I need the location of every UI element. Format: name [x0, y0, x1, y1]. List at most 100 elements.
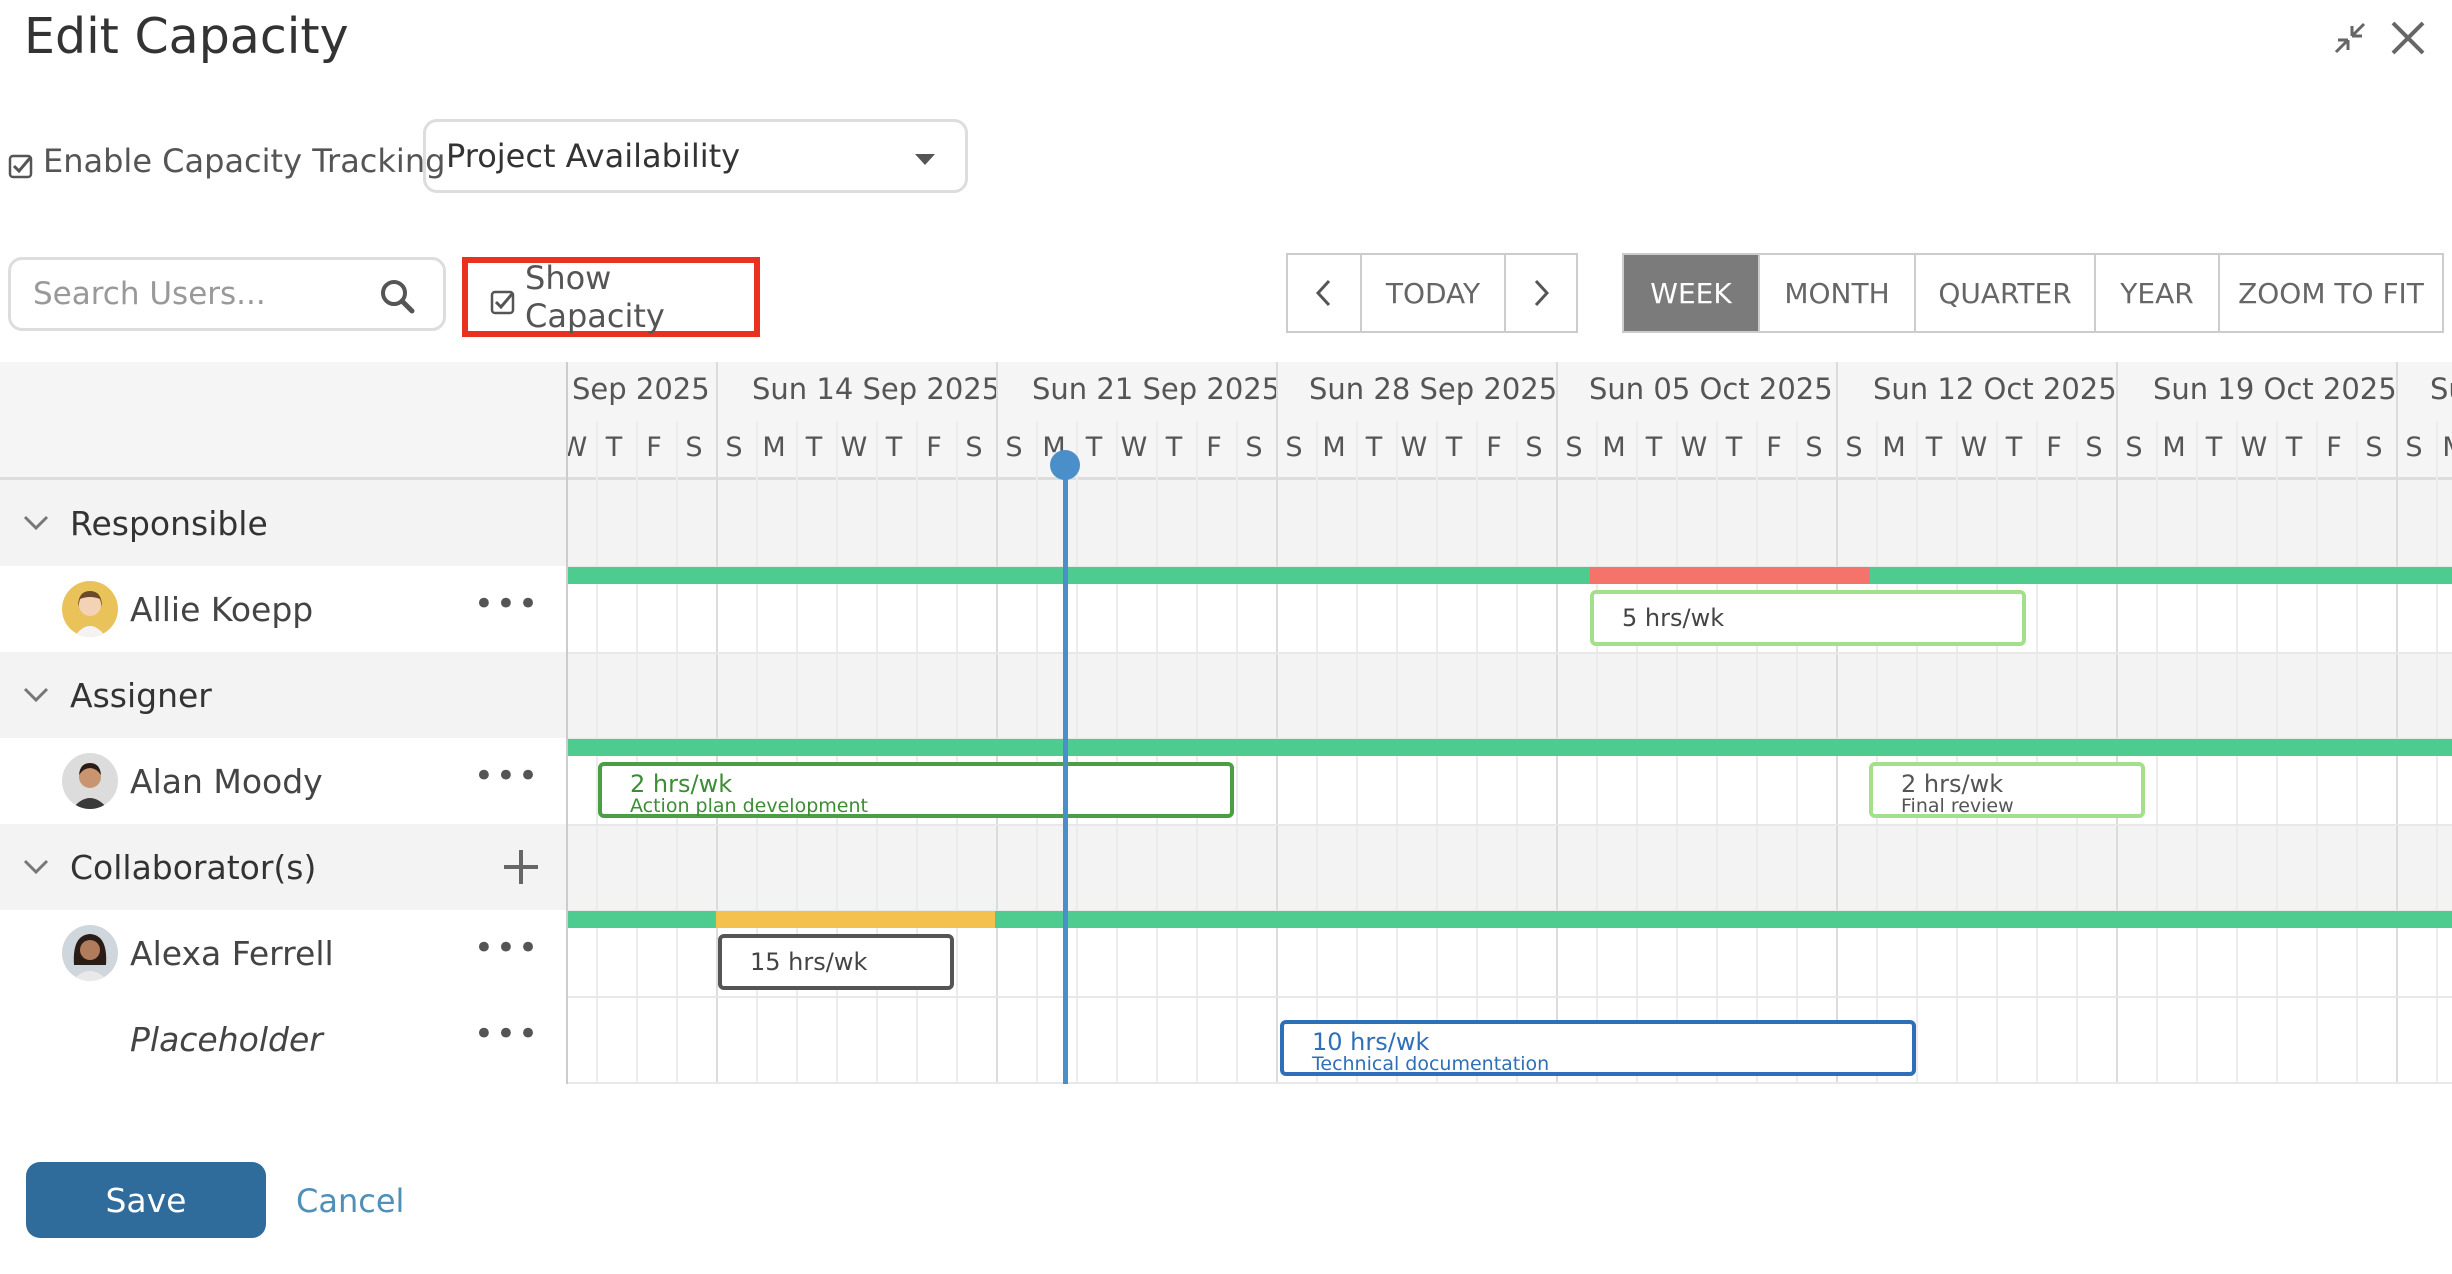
resource-list-header — [0, 362, 566, 480]
group-label: Collaborator(s) — [70, 847, 317, 887]
day-label: W — [1120, 432, 1148, 463]
search-input[interactable] — [31, 275, 375, 313]
day-label: W — [840, 432, 868, 463]
date-navigation: TODAY — [1286, 253, 1578, 333]
day-label: T — [1445, 432, 1463, 463]
row-divider — [568, 824, 2452, 826]
search-icon[interactable] — [379, 278, 415, 314]
user-name: Alan Moody — [130, 761, 323, 801]
assignment-bar[interactable]: 10 hrs/wk Technical documentation — [1280, 1020, 1916, 1076]
capacity-ok-bar — [1870, 567, 2452, 584]
assignment-bar[interactable]: 2 hrs/wk Action plan development — [598, 762, 1234, 818]
day-label: M — [762, 432, 786, 463]
day-label: F — [2046, 432, 2062, 463]
enable-capacity-label: Enable Capacity Tracking — [43, 142, 446, 180]
week-label: Sun 05 Oct 2025 — [1589, 372, 1833, 406]
chevron-down-icon[interactable] — [22, 513, 50, 533]
week-divider — [2396, 362, 2398, 1084]
checkbox-checked-icon[interactable] — [8, 149, 33, 178]
capacity-ok-bar — [568, 911, 716, 928]
week-label: Sun 14 Sep 2025 — [752, 372, 1001, 406]
user-row-alexa-ferrell[interactable]: Alexa Ferrell ••• — [0, 910, 566, 996]
availability-select[interactable]: Project Availability — [423, 119, 968, 193]
timeline-header: Sep 2025 Sun 14 Sep 2025 Sun 21 Sep 2025… — [568, 362, 2452, 480]
day-label: S — [965, 432, 983, 463]
search-users[interactable] — [8, 257, 446, 331]
view-year-button[interactable]: YEAR — [2096, 255, 2220, 331]
day-label: F — [1206, 432, 1222, 463]
today-marker-line — [1063, 462, 1068, 1084]
day-label: T — [1365, 432, 1383, 463]
today-button[interactable]: TODAY — [1362, 255, 1506, 331]
week-divider — [716, 362, 718, 1084]
show-capacity-label: Show Capacity — [525, 259, 665, 335]
group-row-collaborators[interactable]: Collaborator(s) — [0, 824, 566, 910]
resource-list: Responsible Allie Koepp ••• Assigner Ala… — [0, 362, 566, 1082]
capacity-ok-bar — [568, 567, 1590, 584]
view-week-button[interactable]: WEEK — [1624, 255, 1760, 331]
day-label: T — [1925, 432, 1943, 463]
group-row-assigner[interactable]: Assigner — [0, 652, 566, 738]
add-icon[interactable] — [502, 848, 540, 886]
assignment-bar[interactable]: 15 hrs/wk — [718, 934, 954, 990]
day-label: S — [2405, 432, 2423, 463]
more-options-icon[interactable]: ••• — [473, 1014, 540, 1054]
view-quarter-button[interactable]: QUARTER — [1916, 255, 2096, 331]
assignment-hours: 15 hrs/wk — [750, 948, 868, 976]
prev-button[interactable] — [1288, 255, 1362, 331]
assignment-bar[interactable]: 2 hrs/wk Final review — [1869, 762, 2145, 818]
chevron-right-icon — [1534, 279, 1550, 307]
row-divider — [568, 996, 2452, 998]
collapse-icon[interactable] — [2330, 18, 2370, 58]
day-label: S — [1525, 432, 1543, 463]
user-name: Alexa Ferrell — [130, 933, 334, 973]
caret-down-icon — [915, 154, 935, 165]
day-label: W — [568, 432, 594, 463]
day-label: F — [1766, 432, 1782, 463]
chevron-down-icon[interactable] — [22, 857, 50, 877]
placeholder-name: Placeholder — [130, 1019, 323, 1059]
show-capacity-toggle[interactable]: Show Capacity — [462, 257, 760, 337]
day-label: T — [605, 432, 623, 463]
day-label: S — [1565, 432, 1583, 463]
day-label: S — [1005, 432, 1023, 463]
more-options-icon[interactable]: ••• — [473, 584, 540, 624]
capacity-over-bar — [1590, 567, 1870, 584]
view-month-button[interactable]: MONTH — [1760, 255, 1916, 331]
view-zoom-to-fit-button[interactable]: ZOOM TO FIT — [2220, 255, 2442, 331]
enable-capacity-tracking[interactable]: Enable Capacity Tracking — [8, 142, 445, 180]
assignment-task: Action plan development — [630, 795, 868, 817]
save-button[interactable]: Save — [26, 1162, 266, 1238]
group-row-responsible[interactable]: Responsible — [0, 480, 566, 566]
assignment-task: Final review — [1901, 795, 2014, 817]
day-label: T — [2285, 432, 2303, 463]
capacity-timeline[interactable]: Sep 2025 Sun 14 Sep 2025 Sun 21 Sep 2025… — [566, 362, 2452, 1084]
user-row-allie-koepp[interactable]: Allie Koepp ••• — [0, 566, 566, 652]
day-label: T — [1725, 432, 1743, 463]
assignment-hours: 5 hrs/wk — [1622, 604, 1725, 632]
user-row-alan-moody[interactable]: Alan Moody ••• — [0, 738, 566, 824]
day-label: M — [1602, 432, 1626, 463]
checkbox-checked-icon[interactable] — [490, 285, 515, 314]
week-divider — [996, 362, 998, 1084]
today-marker-handle[interactable] — [1050, 450, 1080, 480]
day-label: T — [885, 432, 903, 463]
placeholder-row[interactable]: Placeholder ••• — [0, 996, 566, 1082]
next-button[interactable] — [1506, 255, 1576, 331]
more-options-icon[interactable]: ••• — [473, 756, 540, 796]
row-divider — [568, 1082, 2452, 1084]
dialog-title: Edit Capacity — [24, 8, 349, 65]
cancel-link[interactable]: Cancel — [296, 1182, 405, 1220]
chevron-down-icon[interactable] — [22, 685, 50, 705]
close-icon[interactable] — [2388, 18, 2428, 58]
assignment-bar[interactable]: 5 hrs/wk — [1590, 590, 2026, 646]
week-divider — [1556, 362, 1558, 1084]
more-options-icon[interactable]: ••• — [473, 928, 540, 968]
row-divider — [568, 652, 2452, 654]
day-label: M — [1322, 432, 1346, 463]
day-label: S — [2085, 432, 2103, 463]
day-label: W — [1400, 432, 1428, 463]
day-label: S — [2365, 432, 2383, 463]
group-label: Responsible — [70, 503, 268, 543]
week-divider — [1836, 362, 1838, 1084]
